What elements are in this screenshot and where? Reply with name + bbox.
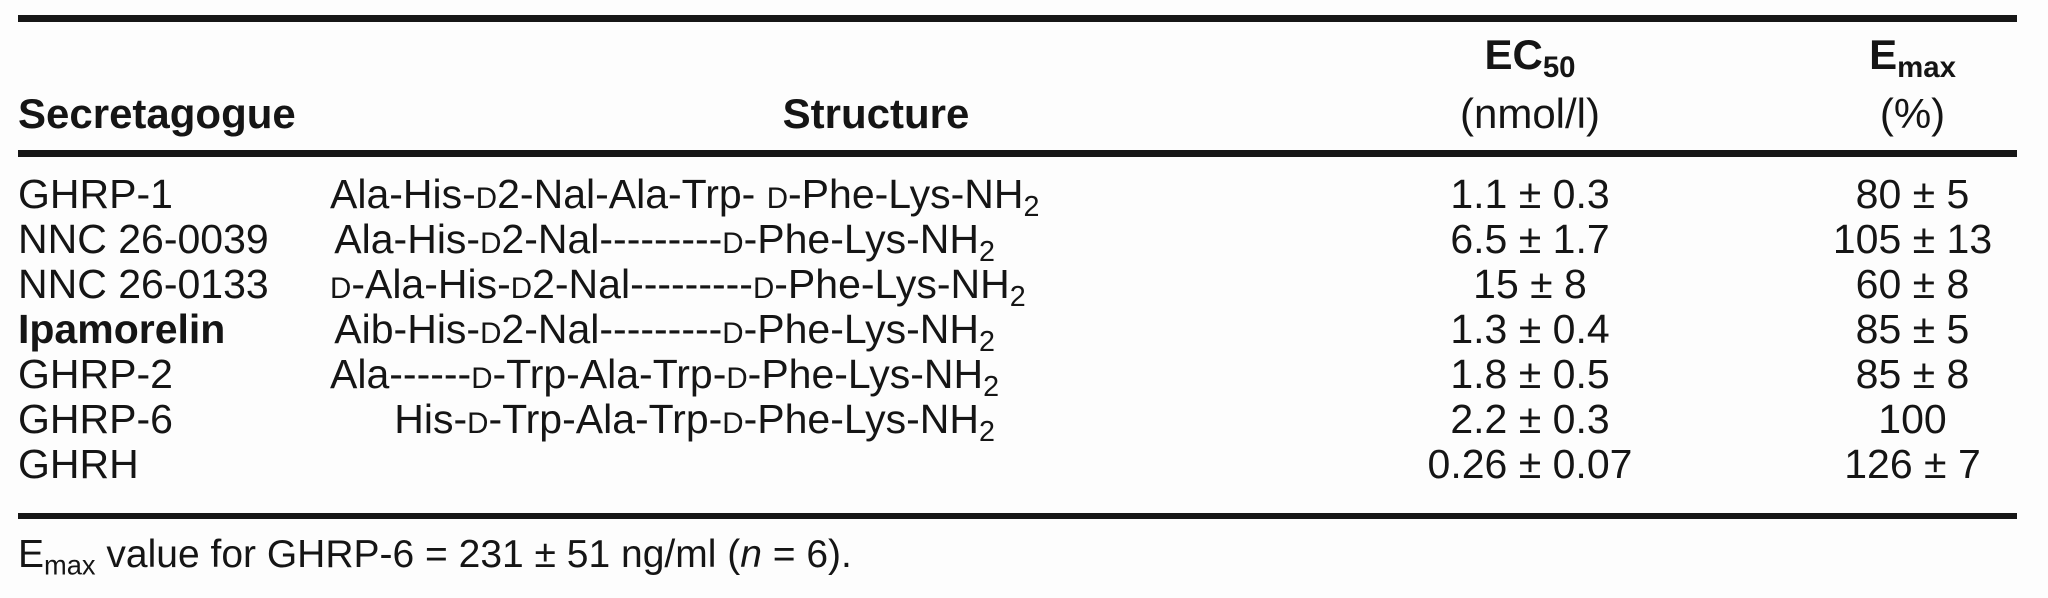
table-header-row: Secretagogue Structure EC50 (nmol/l) Ema… [18,22,2017,150]
table-row: GHRP-2 Ala------D-Trp-Ala-Trp-D-Phe-Lys-… [18,351,2017,403]
ec50-cell: 6.5 ± 1.7 [1450,216,1610,262]
ec50-cell: 15 ± 8 [1473,261,1587,307]
structure-cell: Ala------D-Trp-Ala-Trp-D-Phe-Lys-NH2 [330,351,1000,404]
structure-cell: His-D-Trp-Ala-Trp-D-Phe-Lys-NH2 [394,396,995,449]
ec50-cell: 1.3 ± 0.4 [1450,306,1610,352]
emax-cell: 85 ± 8 [1855,351,1970,397]
column-header-emax: Emax (%) [1638,30,2017,150]
table-row: NNC 26-0039 Ala-His-D2-Nal---------D-Phe… [18,216,2017,268]
secretagogue-cell: GHRP-6 [18,396,173,442]
secretagogue-cell: GHRH [18,441,139,487]
emax-cell: 80 ± 5 [1855,171,1970,217]
column-header-ec50: EC50 (nmol/l) [1422,30,1638,150]
secretagogue-cell: GHRP-2 [18,351,173,397]
emax-header-label: Emax [1869,30,1956,84]
ec50-cell: 0.26 ± 0.07 [1427,441,1633,487]
table-row: NNC 26-0133 D-Ala-His-D2-Nal---------D-P… [18,261,2017,313]
structure-cell: Ala-His-D2-Nal-Ala-Trp- D-Phe-Lys-NH2 [330,171,1040,224]
footer-rule [18,513,2017,519]
structure-cell: Ala-His-D2-Nal---------D-Phe-Lys-NH2 [334,216,995,269]
emax-cell: 105 ± 13 [1832,216,1993,262]
secretagogue-cell: GHRP-1 [18,171,173,217]
footnote: Emax value for GHRP-6 = 231 ± 51 ng/ml (… [18,533,852,581]
table-row: GHRP-1 Ala-His-D2-Nal-Ala-Trp- D-Phe-Lys… [18,171,2017,223]
structure-cell: Aib-His-D2-Nal---------D-Phe-Lys-NH2 [334,306,995,359]
table-row: GHRP-6 His-D-Trp-Ala-Trp-D-Phe-Lys-NH2 2… [18,396,2017,448]
table-body: GHRP-1 Ala-His-D2-Nal-Ala-Trp- D-Phe-Lys… [18,171,2017,487]
top-rule [18,15,2017,22]
ec50-header-label: EC50 [1484,30,1576,84]
emax-cell: 60 ± 8 [1855,261,1970,307]
secretagogue-cell: NNC 26-0133 [18,261,269,307]
table-row: GHRH 0.26 ± 0.07 126 ± 7 [18,442,2017,487]
header-rule [18,150,2017,157]
secretagogue-cell: NNC 26-0039 [18,216,269,262]
emax-cell: 100 [1878,396,1947,442]
emax-cell: 85 ± 5 [1855,306,1970,352]
ec50-cell: 1.8 ± 0.5 [1450,351,1610,397]
emax-cell: 126 ± 7 [1844,441,1981,487]
emax-header-unit: (%) [1879,90,1946,137]
ec50-cell: 2.2 ± 0.3 [1450,396,1610,442]
column-header-secretagogue: Secretagogue [18,90,296,137]
structure-cell [330,442,1422,487]
ec50-header-unit: (nmol/l) [1459,90,1600,137]
ec50-cell: 1.1 ± 0.3 [1450,171,1610,217]
column-header-structure: Structure [782,90,970,137]
structure-cell: D-Ala-His-D2-Nal---------D-Phe-Lys-NH2 [330,261,1026,314]
secretagogue-cell: Ipamorelin [18,306,226,352]
table-row: Ipamorelin Aib-His-D2-Nal---------D-Phe-… [18,306,2017,358]
